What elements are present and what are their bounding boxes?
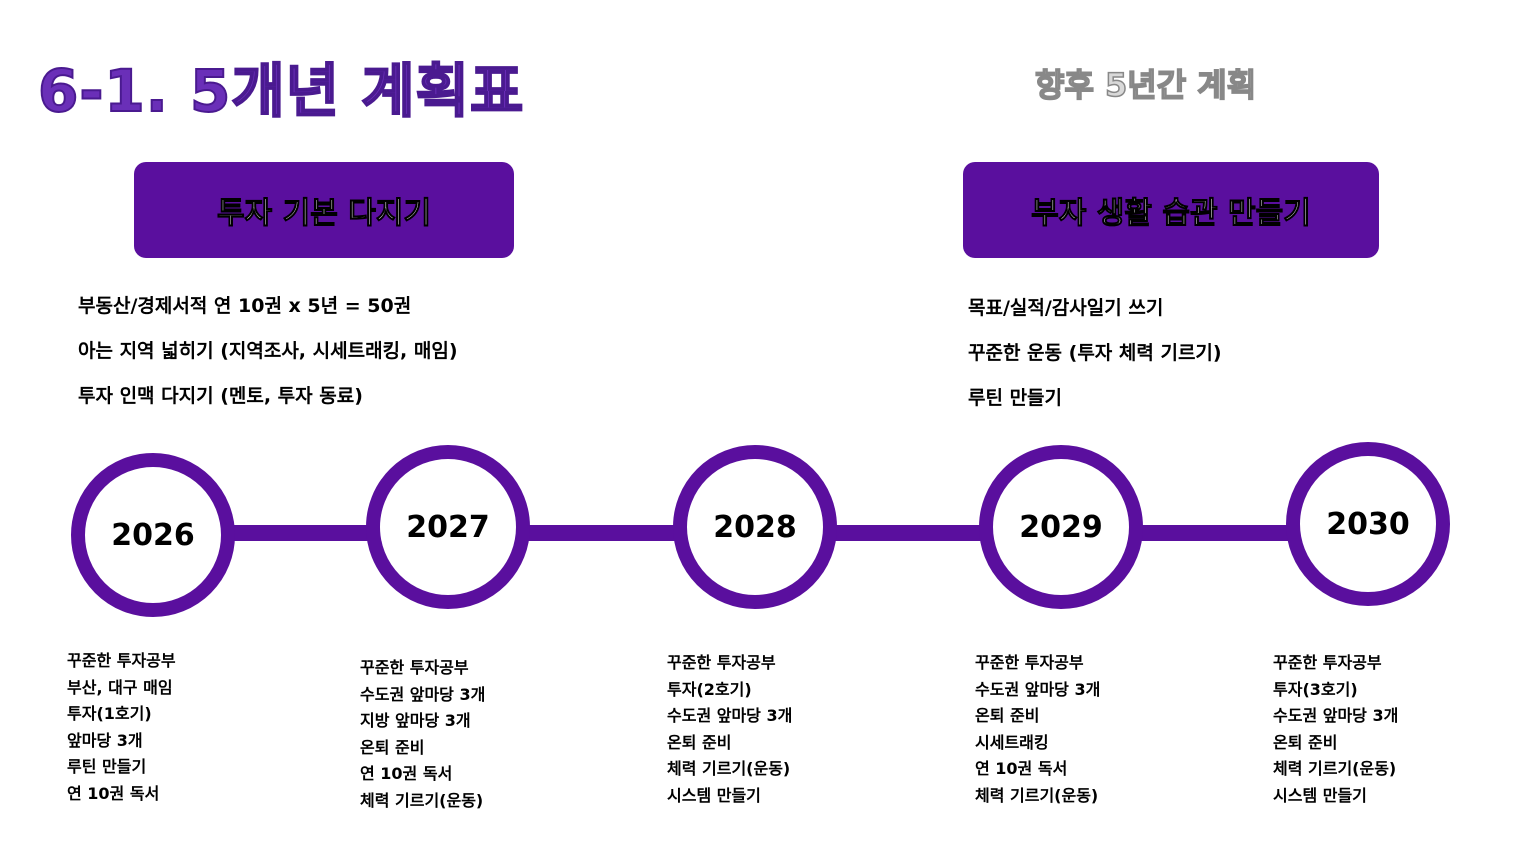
plan-item: 꾸준한 투자공부 (67, 651, 176, 670)
year-label: 2029 (1019, 509, 1103, 545)
plan-item: 투자(3호기) (1273, 679, 1358, 699)
year-label: 2026 (111, 517, 195, 553)
plan-item: 시세트래킹 (975, 732, 1049, 752)
banner-label: 부자 생활 습관 만들기 (1031, 196, 1312, 232)
year-circle-2029: 2029 (979, 445, 1143, 609)
goal-item: 꾸준한 운동 (투자 체력 기르기) (968, 342, 1222, 364)
goal-item: 아는 지역 넓히기 (지역조사, 시세트래킹, 매임) (78, 340, 458, 362)
plan-item: 온퇴 준비 (667, 732, 732, 752)
year-label: 2030 (1326, 506, 1410, 542)
year-circle-2027: 2027 (366, 445, 530, 609)
goals-right: 목표/실적/감사일기 쓰기 꾸준한 운동 (투자 체력 기르기) 루틴 만들기 (968, 286, 1222, 421)
banner-rich-habits: 부자 생활 습관 만들기 (963, 162, 1379, 258)
plan-item: 지방 앞마당 3개 (360, 711, 471, 730)
plan-item: 부산, 대구 매임 (67, 677, 173, 697)
plan-item: 꾸준한 투자공부 (360, 658, 469, 677)
goal-item: 부동산/경제서적 연 10권 x 5년 = 50권 (78, 295, 412, 317)
plan-item: 시스템 만들기 (1273, 785, 1367, 805)
plan-item: 체력 기르기(운동) (667, 759, 791, 778)
plan-item: 연 10권 독서 (67, 783, 160, 803)
year-label: 2028 (713, 509, 797, 545)
goal-item: 목표/실적/감사일기 쓰기 (968, 297, 1164, 319)
goal-item: 루틴 만들기 (968, 387, 1063, 409)
plan-item: 시스템 만들기 (667, 785, 761, 805)
plan-item: 온퇴 준비 (975, 706, 1040, 725)
plan-item: 온퇴 준비 (360, 737, 425, 757)
year-circle-2026: 2026 (71, 453, 235, 617)
plan-item: 루틴 만들기 (67, 757, 147, 776)
plan-item: 수도권 앞마당 3개 (360, 684, 486, 704)
year-circle-2030: 2030 (1286, 442, 1450, 606)
goal-item: 투자 인맥 다지기 (멘토, 투자 동료) (78, 385, 363, 407)
page-subtitle: 향후 5년간 계획 (1034, 65, 1257, 105)
plan-item: 꾸준한 투자공부 (1273, 653, 1382, 672)
plan-item: 꾸준한 투자공부 (667, 653, 776, 672)
banner-label: 투자 기본 다지기 (216, 196, 432, 232)
plan-item: 투자(2호기) (667, 679, 752, 699)
plan-item: 수도권 앞마당 3개 (975, 679, 1101, 699)
plan-item: 체력 기르기(운동) (975, 785, 1099, 805)
plan-item: 꾸준한 투자공부 (975, 653, 1084, 672)
plan-item: 수도권 앞마당 3개 (1273, 706, 1399, 725)
plan-item: 연 10권 독서 (360, 764, 453, 783)
plan-item: 온퇴 준비 (1273, 732, 1338, 752)
plan-item: 체력 기르기(운동) (360, 790, 484, 810)
plan-item: 투자(1호기) (67, 704, 152, 723)
banner-investment-basics: 투자 기본 다지기 (134, 162, 514, 258)
page-title: 6-1. 5개년 계획표 (37, 56, 525, 126)
plan-item: 앞마당 3개 (67, 730, 143, 750)
plan-item: 체력 기르기(운동) (1273, 759, 1397, 778)
goals-left: 부동산/경제서적 연 10권 x 5년 = 50권 아는 지역 넓히기 (지역조… (78, 284, 458, 419)
year-circle-2028: 2028 (673, 445, 837, 609)
year-label: 2027 (406, 509, 490, 545)
plan-item: 수도권 앞마당 3개 (667, 706, 793, 725)
plan-item: 연 10권 독서 (975, 759, 1068, 778)
